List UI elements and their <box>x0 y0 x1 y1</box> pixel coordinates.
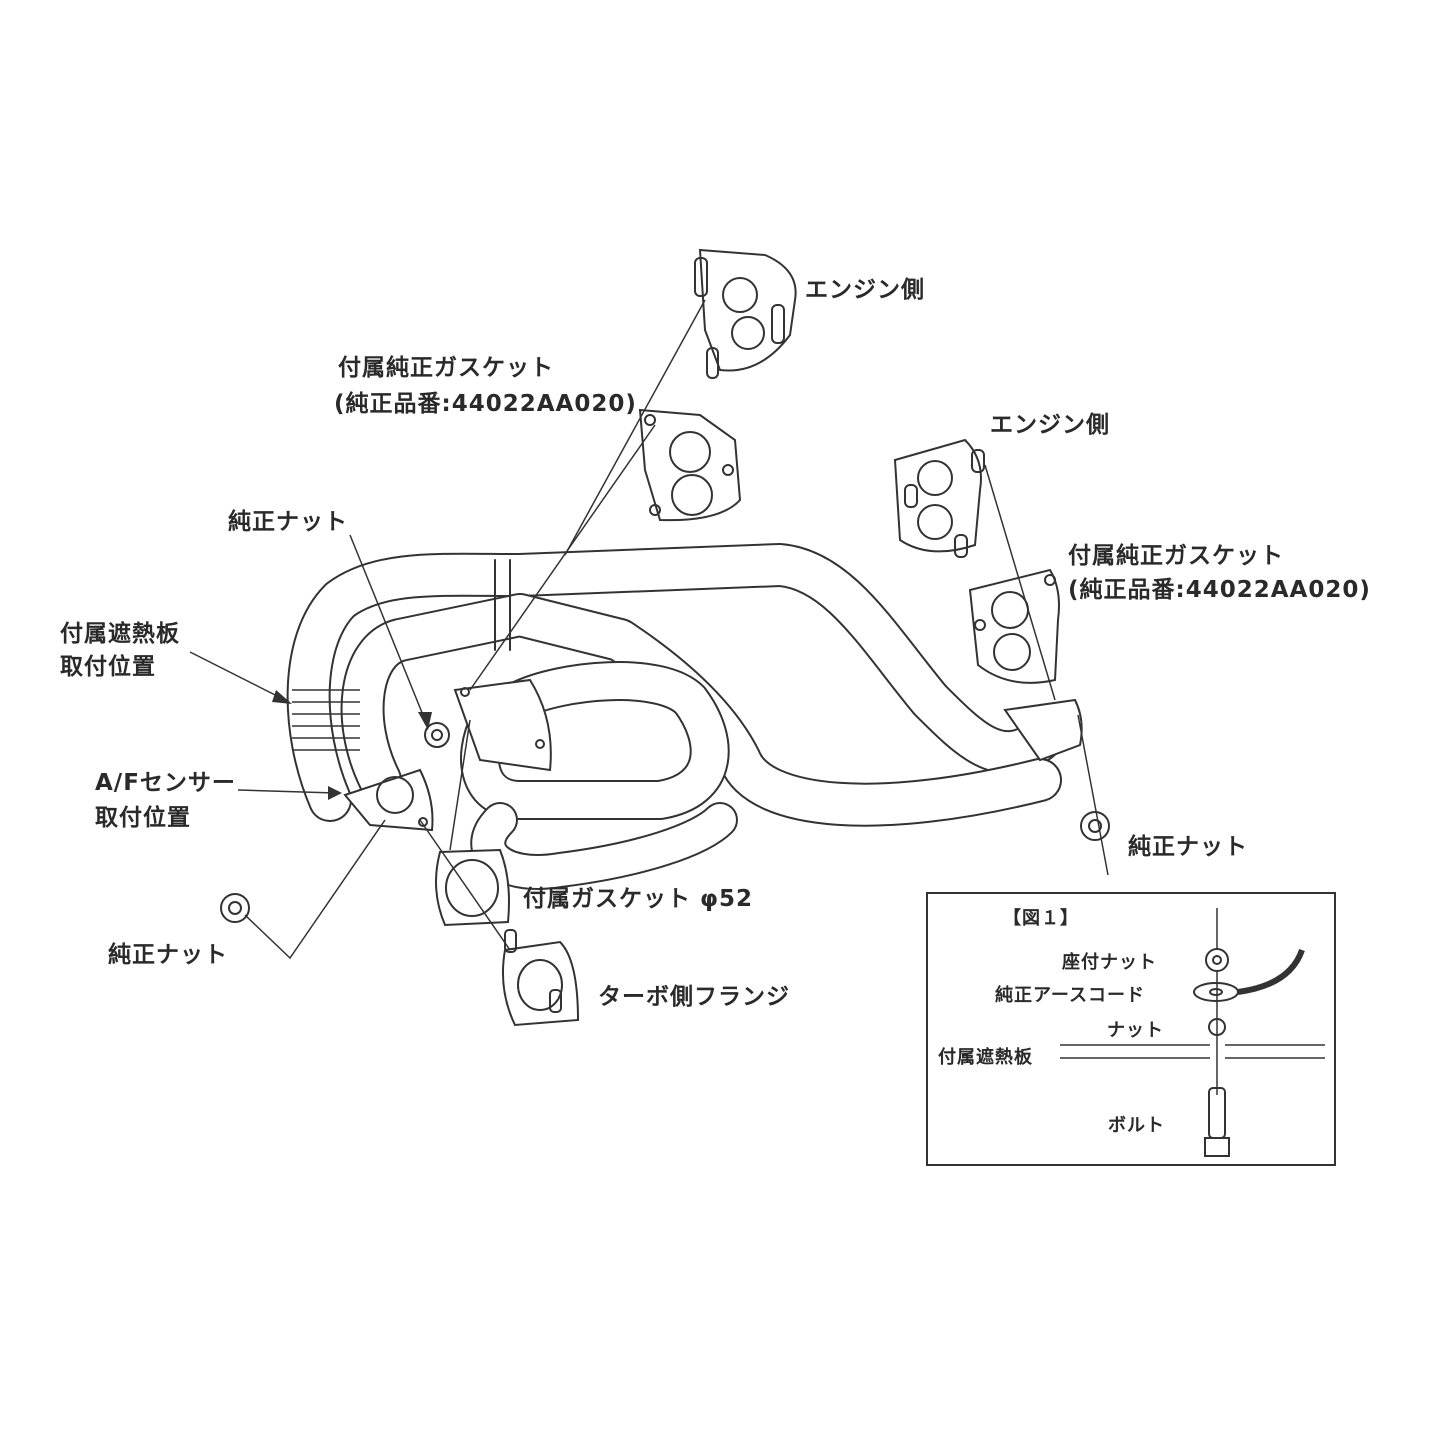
figure1-title: 【図１】 <box>1003 908 1079 929</box>
collector-flange <box>343 678 1083 832</box>
label-heat-shield-2: 取付位置 <box>60 654 156 680</box>
label-gasket-2-part: (純正品番:44022AA020) <box>1068 577 1371 603</box>
gasket-2 <box>968 568 1060 684</box>
label-oem-nut-3: 純正ナット <box>108 942 228 968</box>
gasket-phi52 <box>435 848 510 927</box>
label-gasket-1-name: 付属純正ガスケット <box>338 355 554 381</box>
label-turbo-flange: ターボ側フランジ <box>598 984 790 1010</box>
engine-flange-2 <box>893 438 985 558</box>
gasket-1 <box>638 408 742 522</box>
label-engine-side-2: エンジン側 <box>990 412 1110 438</box>
label-gasket-phi52: 付属ガスケット φ52 <box>523 886 754 912</box>
label-engine-side-1: エンジン側 <box>805 277 925 303</box>
label-gasket-1-part: (純正品番:44022AA020) <box>334 391 637 417</box>
figure1-box <box>926 892 1336 1166</box>
label-heat-shield-1: 付属遮熱板 <box>60 621 180 647</box>
figure1-ground-cord: 純正アースコード <box>995 985 1146 1006</box>
label-af-sensor-2: 取付位置 <box>95 805 191 831</box>
label-gasket-2-name: 付属純正ガスケット <box>1068 543 1284 569</box>
oem-nuts <box>220 722 1110 923</box>
label-oem-nut-1: 純正ナット <box>228 509 348 535</box>
leader-lines <box>189 299 1109 960</box>
header-pipes <box>286 543 1062 890</box>
engine-flange-1 <box>694 248 797 379</box>
figure1-heat-shield: 付属遮熱板 <box>938 1047 1033 1068</box>
turbo-flange <box>502 929 580 1027</box>
figure1-nut: ナット <box>1107 1020 1164 1041</box>
label-oem-nut-2: 純正ナット <box>1128 834 1248 860</box>
label-af-sensor-1: A/Fセンサー <box>95 770 236 796</box>
arrowheads <box>272 690 432 800</box>
figure1-bolt: ボルト <box>1108 1115 1165 1136</box>
figure1-flange-nut: 座付ナット <box>1062 952 1157 973</box>
heat-shield-marks <box>292 689 360 751</box>
